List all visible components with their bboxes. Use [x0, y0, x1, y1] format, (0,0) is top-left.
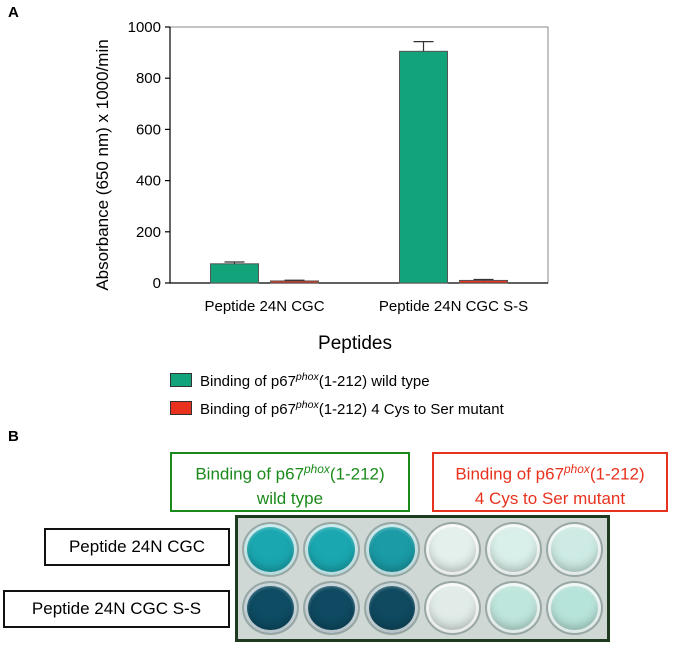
bar-s1-c1 — [459, 279, 508, 284]
legend-item-wild-type: Binding of p67phox(1-212) wild type — [170, 370, 430, 390]
bar-s0-c1 — [399, 50, 448, 284]
y-tick-label-3: 600 — [136, 121, 161, 138]
x-tick-label-1: Peptide 24N CGC S-S — [379, 298, 528, 315]
row-label-cgc: Peptide 24N CGC — [44, 528, 230, 566]
well-r1-c4 — [485, 580, 543, 635]
header-mutant: Binding of p67phox(1-212) 4 Cys to Ser m… — [432, 452, 668, 512]
well-r0-c4 — [485, 522, 543, 577]
well-r1-c0 — [242, 580, 299, 635]
well-r1-c2 — [363, 580, 421, 635]
legend-item-mutant: Binding of p67phox(1-212) 4 Cys to Ser m… — [170, 398, 504, 418]
legend-label-wild-type: Binding of p67phox(1-212) wild type — [200, 370, 430, 390]
y-axis-label: Absorbance (650 nm) x 1000/min — [93, 39, 112, 290]
well-r0-c0 — [242, 522, 299, 577]
y-tick-label-1: 200 — [136, 224, 161, 241]
panel-b-label: B — [8, 428, 19, 445]
well-plate — [235, 515, 610, 642]
well-r1-c3 — [424, 580, 482, 635]
panel-a-label: A — [8, 4, 19, 21]
legend-swatch-wild-type — [170, 373, 192, 387]
y-axis: 0 200 400 600 800 1000 — [128, 19, 549, 292]
legend-swatch-mutant — [170, 401, 192, 415]
y-tick-label-4: 800 — [136, 70, 161, 87]
x-tick-label-0: Peptide 24N CGC — [204, 298, 324, 315]
y-tick-label-0: 0 — [153, 275, 161, 292]
well-r1-c5 — [546, 580, 603, 635]
well-r1-c1 — [302, 580, 360, 635]
well-r0-c2 — [363, 522, 421, 577]
bar-s0-c0 — [210, 263, 259, 284]
bars — [210, 40, 508, 284]
y-tick-label-2: 400 — [136, 173, 161, 190]
header-wild-type: Binding of p67phox(1-212) wild type — [170, 452, 410, 512]
x-axis-label: Peptides — [318, 333, 392, 354]
plot-frame — [169, 26, 549, 284]
row-label-cgc-ss: Peptide 24N CGC S-S — [3, 590, 230, 628]
well-r0-c5 — [546, 522, 603, 577]
well-r0-c3 — [424, 522, 482, 577]
x-axis: Peptide 24N CGC Peptide 24N CGC S-S — [204, 298, 528, 315]
bar-s1-c0 — [270, 280, 319, 284]
well-r0-c1 — [302, 522, 360, 577]
legend-label-mutant: Binding of p67phox(1-212) 4 Cys to Ser m… — [200, 398, 504, 418]
y-tick-label-5: 1000 — [128, 19, 161, 36]
